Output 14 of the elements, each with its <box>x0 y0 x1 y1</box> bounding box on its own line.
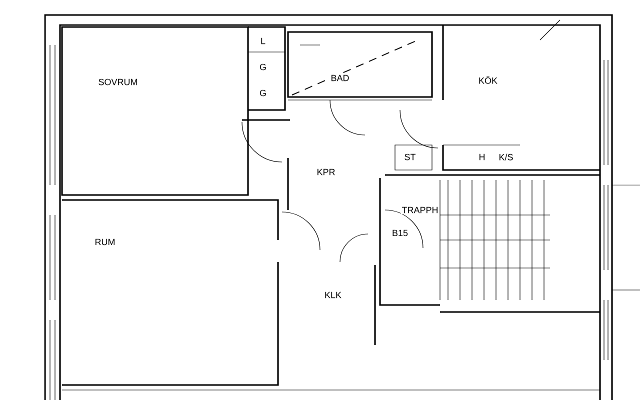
room-label: SOVRUM <box>97 78 139 86</box>
room-label: KPR <box>316 168 336 176</box>
room-label: K/S <box>498 152 514 162</box>
room-label: ST <box>403 152 417 162</box>
room-label: TRAPPH <box>400 206 440 214</box>
room-label: BAD <box>330 74 350 82</box>
room-label: KÖK <box>478 75 498 85</box>
room-label: KLK <box>324 290 342 300</box>
room-label: G <box>258 62 268 72</box>
room-label: RUM <box>94 238 116 246</box>
room-label: H <box>478 152 486 162</box>
room-label: L <box>260 36 266 46</box>
room-label: B15 <box>391 228 409 238</box>
room-label: G <box>258 88 268 98</box>
